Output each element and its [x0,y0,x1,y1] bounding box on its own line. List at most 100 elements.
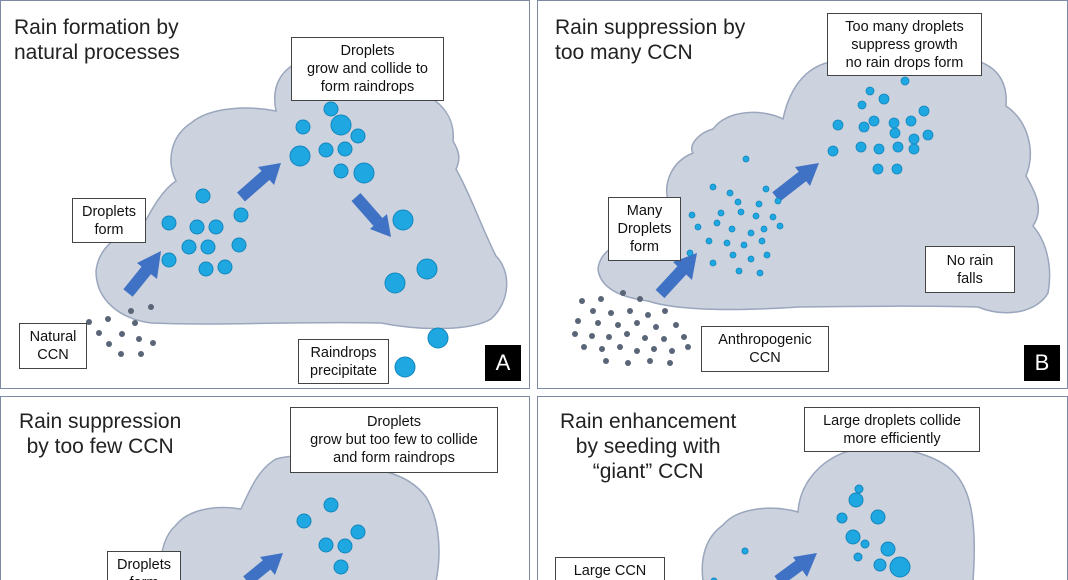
ccn-particle [645,312,651,318]
droplet [870,509,886,525]
droplet [233,207,249,223]
ccn-particle [624,331,630,337]
too-many-droplets-label: Too many droplets suppress growth no rai… [827,13,982,76]
droplet [860,539,870,549]
droplet [857,100,867,110]
ccn-particle [634,348,640,354]
droplet [198,261,214,277]
ccn-particle [642,335,648,341]
droplet [832,119,844,131]
ccn-particle [136,336,142,342]
panel-b-title: Rain suppression by too many CCN [555,16,746,64]
ccn-particle [615,322,621,328]
droplet [717,209,725,217]
droplet [161,252,177,268]
ccn-particle [595,320,601,326]
ccn-particle [661,336,667,342]
panel-d-title: Rain enhancement by seeding with “giant”… [560,410,737,483]
droplet [688,211,696,219]
droplet [747,255,755,263]
ccn-particle [662,308,668,314]
droplet [726,189,734,197]
many-droplets-form-label: Many Droplets form [608,197,681,261]
droplet [200,239,216,255]
large-droplets-collide-label: Large droplets collide more efficiently [804,407,980,452]
raindrop [392,209,414,231]
droplet [705,237,713,245]
droplet [318,142,334,158]
ccn-particle [150,340,156,346]
droplet [880,541,896,557]
ccn-particle [673,322,679,328]
raindrop [427,327,449,349]
droplet [868,115,880,127]
droplet [908,143,920,155]
droplet [853,552,863,562]
droplet [760,225,768,233]
arrow-a1 [123,251,161,297]
droplet [217,259,233,275]
droplet [296,513,312,529]
ccn-particle [105,316,111,322]
droplet [889,556,911,578]
panel-a: Rain formation by natural processes Drop… [0,0,530,389]
cloud-d [701,446,976,580]
droplet [323,101,339,117]
droplets-form-label-c: Droplets form [107,551,181,580]
droplet [737,208,745,216]
droplet [892,141,904,153]
raindrop [416,258,438,280]
ccn-particle [603,358,609,364]
ccn-particle [617,344,623,350]
ccn-particle [606,334,612,340]
droplet [755,200,763,208]
droplet [333,559,349,575]
ccn-particle [118,351,124,357]
droplet [908,133,920,145]
droplet [323,497,339,513]
ccn-particle [119,331,125,337]
droplet [289,145,311,167]
arrow-a3 [351,193,391,237]
droplets-grow-label: Droplets grow and collide to form raindr… [291,37,444,101]
ccn-particle [96,330,102,336]
ccn-particle [138,351,144,357]
droplet [762,185,770,193]
ccn-particle [599,346,605,352]
droplet [694,223,702,231]
panel-d: Rain enhancement by seeding with “giant”… [537,396,1068,580]
droplet [873,143,885,155]
droplet [295,119,311,135]
droplet [353,162,375,184]
droplet [709,259,717,267]
droplet [769,213,777,221]
ccn-particle [647,358,653,364]
droplet [900,76,910,86]
droplet [747,229,755,237]
droplet [905,115,917,127]
droplet [855,141,867,153]
droplet [836,512,848,524]
droplet [858,121,870,133]
droplet [752,212,760,220]
droplet [888,117,900,129]
droplet [728,225,736,233]
droplet [891,163,903,175]
panel-a-illustration [86,51,508,378]
droplet [729,251,737,259]
droplet [845,529,861,545]
droplet [686,249,694,257]
no-rain-label: No rain falls [925,246,1015,293]
droplet [918,105,930,117]
ccn-particle [681,334,687,340]
droplet [181,239,197,255]
droplet [723,239,731,247]
droplet [922,129,934,141]
ccn-particle [653,324,659,330]
droplet [741,547,749,555]
ccn-particle [581,344,587,350]
droplets-form-label: Droplets form [72,198,146,243]
ccn-particle [106,341,112,347]
droplet [161,215,177,231]
anthropogenic-ccn-label: Anthropogenic CCN [701,326,829,372]
